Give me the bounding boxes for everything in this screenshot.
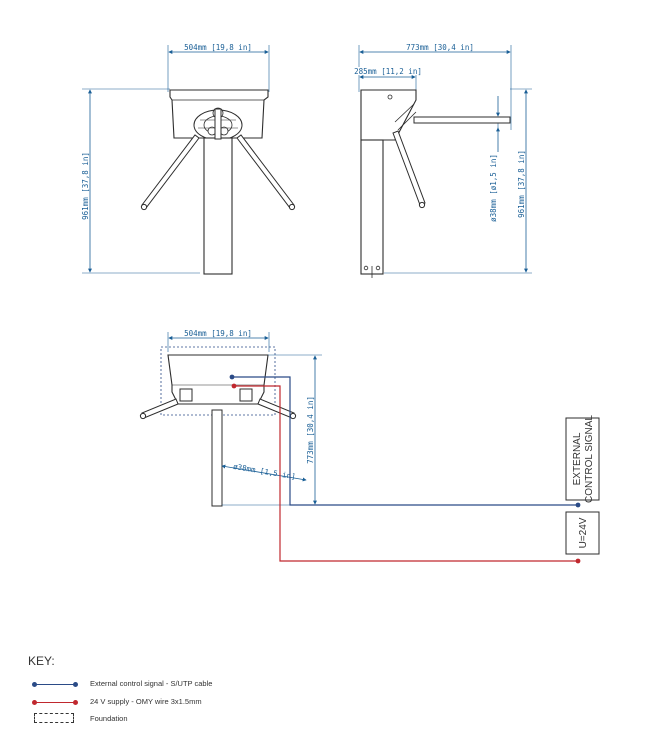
side-depth-dimension: 773mm [30,4 in] xyxy=(358,43,512,130)
red-line-icon xyxy=(32,699,78,707)
supply-box: U=24V xyxy=(565,511,600,555)
cable-entry-left xyxy=(179,388,193,402)
top-depth-label: 773mm [30,4 in] xyxy=(306,396,315,464)
foundation-outline xyxy=(160,346,276,416)
side-arm-diameter-dimension: ø38mm [ø1,5 in] xyxy=(489,96,500,222)
front-height-label: 961mm [37,8 in] xyxy=(81,152,90,220)
side-height-dimension: 961mm [37,8 in] xyxy=(384,88,532,274)
side-column xyxy=(360,139,384,275)
supply-wire xyxy=(231,383,581,564)
side-head-dimension: 285mm [11,2 in] xyxy=(352,67,424,92)
external-box-label-line2: CONTROL SIGNAL xyxy=(584,415,595,503)
side-head-label: 285mm [11,2 in] xyxy=(354,67,422,76)
key-title: KEY: xyxy=(28,654,55,668)
blue-line-icon xyxy=(32,681,78,689)
top-width-dimension: 504mm [19,8 in] xyxy=(167,329,270,352)
side-arm-diameter-label: ø38mm [ø1,5 in] xyxy=(489,154,498,222)
key-item-label: 24 V supply - OMY wire 3x1.5mm xyxy=(90,697,202,706)
external-control-signal-box: EXTERNAL CONTROL SIGNAL xyxy=(565,415,600,503)
side-arms xyxy=(392,116,511,209)
cable-entry-right xyxy=(239,388,253,402)
front-height-dimension: 961mm [37,8 in] xyxy=(81,88,200,274)
key-item-label: Foundation xyxy=(90,714,128,723)
external-box-label-line1: EXTERNAL xyxy=(572,432,583,485)
front-column xyxy=(203,137,233,275)
top-view: 504mm [19,8 in] 773mm [30,4 in] ø38mm [1… xyxy=(139,329,600,564)
front-arms xyxy=(140,108,296,211)
top-width-label: 504mm [19,8 in] xyxy=(184,329,252,338)
side-height-label: 961mm [37,8 in] xyxy=(517,150,526,218)
control-signal-wire xyxy=(229,374,581,508)
dashed-box-icon xyxy=(34,713,76,723)
side-head-housing xyxy=(360,89,417,141)
top-arm-diameter-dimension: ø38mm [1,5 in] xyxy=(221,462,307,482)
side-view: 773mm [30,4 in] 285mm [11,2 in] ø38mm [ø… xyxy=(352,43,532,278)
side-depth-label: 773mm [30,4 in] xyxy=(406,43,474,52)
front-width-dimension: 504mm [19,8 in] xyxy=(167,43,270,92)
front-width-label: 504mm [19,8 in] xyxy=(184,43,252,52)
front-view: 504mm [19,8 in] 961mm [37,8 in] xyxy=(81,43,296,275)
key-item-label: External control signal - S/UTP cable xyxy=(90,679,213,688)
top-arm-diameter-label: ø38mm [1,5 in] xyxy=(232,462,296,481)
supply-box-label: U=24V xyxy=(578,517,589,548)
